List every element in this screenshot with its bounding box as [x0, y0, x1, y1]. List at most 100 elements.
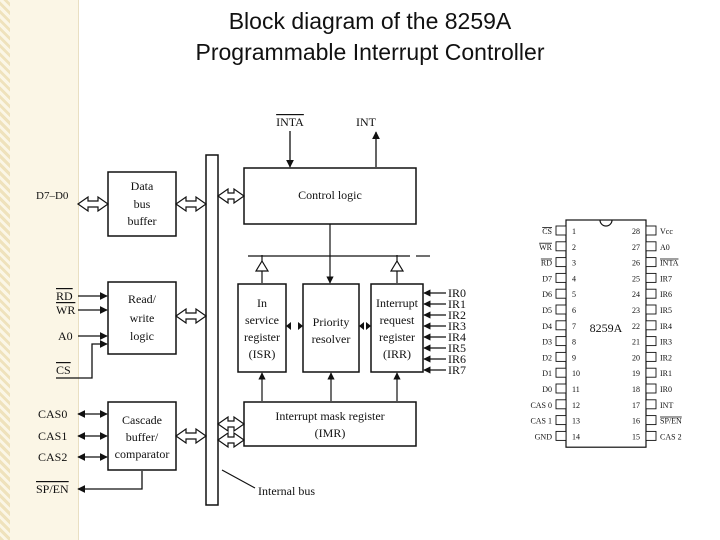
pin-box: [645, 430, 657, 441]
irr-text-2: request: [380, 313, 415, 327]
chip-notch: [599, 219, 613, 227]
pin-name: IR0: [660, 385, 672, 394]
pin-box: [645, 225, 657, 236]
pin-box: [645, 241, 657, 252]
pin-box: [645, 367, 657, 378]
pin-name: D1: [542, 369, 552, 378]
pin-box: [555, 367, 567, 378]
pin-number: 19: [632, 369, 640, 378]
pin-box: [645, 415, 657, 426]
ir-input-label: IR0: [448, 286, 466, 300]
pin-number: 24: [632, 290, 640, 299]
slide-title: Block diagram of the 8259A Programmable …: [100, 6, 640, 68]
wr-label: WR: [56, 303, 75, 317]
pin-box: [555, 336, 567, 347]
ir-input-label: IR4: [448, 330, 466, 344]
cas2-label: CAS2: [38, 450, 67, 464]
cascade-text-2: buffer/: [126, 430, 159, 444]
data-bus-buffer-block: [107, 171, 177, 237]
pin-number: 21: [632, 338, 640, 347]
pin-name: D5: [542, 306, 552, 315]
pin-name: CAS 0: [530, 401, 552, 410]
pin-box: [645, 336, 657, 347]
pin-name: D3: [542, 338, 552, 347]
a0-label: A0: [58, 329, 73, 343]
rw-text-3: logic: [130, 329, 154, 343]
title-line-1: Block diagram of the 8259A: [228, 8, 512, 34]
internal-bus: [205, 154, 219, 506]
irr-text-3: register: [379, 330, 415, 344]
title-line-2: Programmable Interrupt Controller: [195, 39, 545, 65]
chip-name: 8259A: [590, 321, 623, 335]
internal-bus-label: Internal bus: [258, 484, 315, 498]
pin-number: 28: [632, 227, 640, 236]
pin-box: [645, 257, 657, 268]
pin-number: 4: [572, 274, 576, 283]
pin-number: 11: [572, 385, 580, 394]
pin-number: 18: [632, 385, 640, 394]
isr-text-1: In: [257, 296, 267, 310]
pin-number: 5: [572, 290, 576, 299]
pin-box: [645, 304, 657, 315]
pin-box: [555, 399, 567, 410]
pin-name: GND: [535, 432, 553, 441]
pin-name: SP/EN: [660, 417, 682, 426]
pin-name: IR2: [660, 353, 672, 362]
pin-number: 14: [572, 432, 580, 441]
dbb-text-1: Data: [131, 179, 154, 193]
dbb-text-3: buffer: [127, 214, 156, 228]
imr-text-1: Interrupt mask register: [275, 409, 384, 423]
pin-box: [555, 383, 567, 394]
isr-block: [237, 283, 287, 373]
ir-input-label: IR7: [448, 363, 466, 377]
pin-number: 6: [572, 306, 576, 315]
pin-name: INTA: [660, 259, 679, 268]
pin-box: [555, 241, 567, 252]
chip-body: [565, 219, 647, 448]
read-write-logic-block: [107, 281, 177, 355]
ir-input-label: IR3: [448, 319, 466, 333]
pin-box: [555, 304, 567, 315]
rw-text-1: Read/: [128, 292, 157, 306]
pin-name: CAS 1: [530, 417, 552, 426]
pin-name: Vcc: [660, 227, 673, 236]
pin-box: [555, 430, 567, 441]
isr-text-3: register: [244, 330, 280, 344]
dbb-text-2: bus: [134, 197, 151, 211]
pin-box: [555, 272, 567, 283]
pin-name: IR6: [660, 290, 672, 299]
pin-name: CAS 2: [660, 432, 682, 441]
pin-name: IR7: [660, 274, 672, 283]
pin-name: D0: [542, 385, 552, 394]
pin-box: [645, 383, 657, 394]
pr-text-1: Priority: [313, 315, 350, 329]
pin-name: D6: [542, 290, 552, 299]
rd-label: RD: [56, 289, 73, 303]
pin-box: [555, 351, 567, 362]
pin-number: 2: [572, 243, 576, 252]
pin-number: 8: [572, 338, 576, 347]
pin-name: IR1: [660, 369, 672, 378]
pin-number: 15: [632, 432, 640, 441]
irr-text-4: (IRR): [383, 347, 411, 361]
pin-box: [555, 415, 567, 426]
pin-number: 23: [632, 306, 640, 315]
pin-name: IR5: [660, 306, 672, 315]
isr-text-2: service: [245, 313, 279, 327]
cs-label: CS: [56, 363, 71, 377]
pin-number: 17: [632, 401, 640, 410]
pin-number: 10: [572, 369, 580, 378]
pin-name: D2: [542, 353, 552, 362]
priority-resolver-block: [302, 283, 360, 373]
cascade-text-3: comparator: [115, 447, 170, 461]
pin-box: [645, 399, 657, 410]
pin-box: [555, 257, 567, 268]
pin-number: 20: [632, 353, 640, 362]
irr-block: [370, 283, 424, 373]
pin-number: 26: [632, 259, 640, 268]
data-bus-label: D7–D0: [36, 190, 69, 202]
pin-number: 1: [572, 227, 576, 236]
pin-name: D7: [542, 274, 552, 283]
pin-box: [645, 288, 657, 299]
